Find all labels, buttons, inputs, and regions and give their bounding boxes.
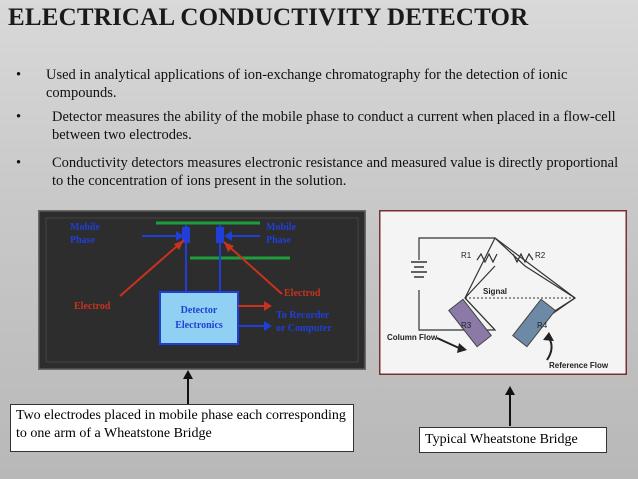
mobile-phase-right-arrowhead	[224, 231, 232, 241]
detector-electronics-box	[159, 291, 239, 345]
r3-label: R3	[461, 321, 472, 330]
r4-label: R4	[537, 321, 548, 330]
slide-title: ELECTRICAL CONDUCTIVITY DETECTOR	[8, 4, 529, 31]
recorder-label-2: or Computer	[276, 323, 332, 334]
reference-flow-arrowhead	[543, 332, 554, 341]
output-arrow-lower-head	[264, 321, 272, 331]
conductivity-detector-diagram: Detector Electronics Mobile Phase Mobile…	[38, 210, 366, 370]
column-flow-arrowhead	[457, 343, 467, 353]
electrode-pointer-left	[119, 239, 185, 297]
bullet-list: • Used in analytical applications of ion…	[10, 66, 630, 196]
electrode-pointer-left-head	[174, 240, 184, 250]
column-flow-cell	[448, 298, 492, 348]
electrodes-caption: Two electrodes placed in mobile phase ea…	[10, 404, 354, 452]
bridge-wire-right-arm	[494, 237, 576, 299]
left-electrode	[182, 227, 190, 243]
recorder-label-1: To Recorder	[276, 310, 330, 321]
bullet-item: • Detector measures the ability of the m…	[10, 108, 630, 144]
wheatstone-bridge-diagram: R1 R2 R3 R4 Signal Column Flow Reference…	[379, 210, 627, 375]
mobile-phase-right-label-1: Mobile	[266, 222, 297, 233]
right-caption-pointer-arrow	[505, 386, 515, 426]
electrode-pointer-right-head	[224, 242, 234, 252]
bullet-symbol: •	[16, 155, 22, 171]
resistor-r2	[512, 252, 534, 264]
electrod-left-label: Electrod	[74, 301, 111, 312]
resistor-r1	[476, 252, 498, 264]
bullet-item: • Conductivity detectors measures electr…	[10, 154, 630, 190]
left-caption-pointer-arrow	[183, 370, 193, 406]
column-flow-arrow	[436, 337, 460, 349]
r1-label: R1	[461, 251, 472, 260]
bridge-wire-left-arm	[464, 237, 496, 299]
bullet-symbol: •	[16, 67, 22, 83]
left-pointer-head	[183, 370, 193, 379]
detector-label-line1: Detector	[181, 305, 218, 316]
bridge-wire-lower-left	[464, 297, 496, 331]
mobile-phase-left-arrowhead	[176, 231, 184, 241]
bullet-symbol: •	[16, 109, 22, 125]
r2-label: R2	[535, 251, 546, 260]
mobile-phase-left-label-1: Mobile	[70, 222, 101, 233]
bullet-text: Detector measures the ability of the mob…	[52, 109, 616, 143]
reference-flow-label: Reference Flow	[549, 361, 609, 370]
bullet-item: • Used in analytical applications of ion…	[10, 66, 630, 102]
mobile-phase-right-label-2: Phase	[266, 235, 292, 246]
signal-label: Signal	[483, 287, 507, 296]
electrod-right-label: Electrod	[284, 288, 321, 299]
detector-label-line2: Electronics	[175, 320, 223, 331]
right-pointer-head	[505, 386, 515, 395]
mobile-phase-left-label-2: Phase	[70, 235, 96, 246]
reference-flow-cell	[512, 298, 556, 348]
electrode-pointer-right	[223, 241, 283, 295]
column-flow-label: Column Flow	[387, 333, 438, 342]
diagram-inner-border	[45, 217, 359, 363]
right-electrode	[216, 227, 224, 243]
output-arrow-upper-head	[264, 301, 272, 311]
bullet-text: Conductivity detectors measures electron…	[52, 155, 619, 189]
bullet-text: Used in analytical applications of ion-e…	[46, 67, 568, 101]
wheatstone-bridge-caption: Typical Wheatstone Bridge	[419, 427, 607, 453]
